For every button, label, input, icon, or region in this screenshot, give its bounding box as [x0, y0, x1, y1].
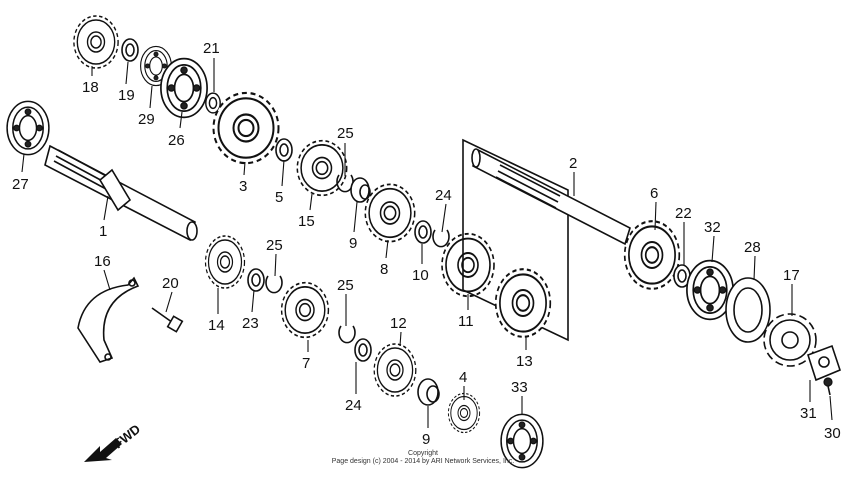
callout-25c: 25: [337, 277, 354, 294]
fwd-label: FWD: [111, 421, 144, 451]
callout-33: 33: [511, 379, 528, 396]
bolt-20[interactable]: [151, 307, 184, 333]
gear-8[interactable]: [364, 183, 416, 243]
circlip-24a[interactable]: [432, 229, 450, 248]
callouts: 18 19 29 21 26 3 27 1 5 15 25 9 8 24 10 …: [12, 40, 841, 448]
fwd-arrow-icon: [84, 438, 122, 462]
countershaft-outline: [462, 138, 569, 342]
circlip-25b[interactable]: [265, 275, 283, 294]
callout-6: 6: [650, 185, 658, 202]
callout-31: 31: [800, 405, 817, 422]
bushing-9b[interactable]: [417, 378, 440, 406]
washer-19[interactable]: [121, 38, 139, 62]
bushing-9a[interactable]: [350, 177, 371, 203]
callout-20: 20: [162, 275, 179, 292]
callout-18: 18: [82, 79, 99, 96]
gear-11[interactable]: [441, 232, 495, 298]
bolt-30[interactable]: [823, 377, 833, 396]
gear-12[interactable]: [373, 343, 417, 397]
callout-1: 1: [99, 223, 107, 240]
circlip-25c[interactable]: [338, 325, 356, 344]
bearing-27[interactable]: [6, 100, 50, 156]
main-shaft-1[interactable]: [44, 144, 198, 242]
callout-24a: 24: [435, 187, 452, 204]
callout-23: 23: [242, 315, 259, 332]
callout-25b: 25: [266, 237, 283, 254]
gear-14[interactable]: [204, 235, 246, 289]
guide-plate-16[interactable]: [77, 276, 140, 363]
callout-27: 27: [12, 176, 29, 193]
callout-12: 12: [390, 315, 407, 332]
callout-30: 30: [824, 425, 841, 442]
callout-13: 13: [516, 353, 533, 370]
gear-13[interactable]: [494, 268, 552, 338]
callout-10: 10: [412, 267, 429, 284]
callout-2: 2: [569, 155, 577, 172]
callout-5: 5: [275, 189, 283, 206]
countershaft-2[interactable]: [471, 148, 631, 246]
callout-17: 17: [783, 267, 800, 284]
washer-24b[interactable]: [354, 338, 372, 362]
callout-3: 3: [239, 178, 247, 195]
washer-10[interactable]: [414, 220, 432, 244]
gear-15[interactable]: [296, 139, 348, 197]
bearing-26[interactable]: [160, 57, 208, 119]
callout-8: 8: [380, 261, 388, 278]
callout-19: 19: [118, 87, 135, 104]
callout-28: 28: [744, 239, 761, 256]
callout-16: 16: [94, 253, 111, 270]
callout-11: 11: [458, 313, 474, 330]
leader-lines: [21, 58, 833, 428]
callout-22: 22: [675, 205, 692, 222]
callout-9a: 9: [349, 235, 357, 252]
fwd-indicator: FWD: [84, 421, 143, 462]
washer-23[interactable]: [247, 268, 265, 292]
callout-4: 4: [459, 369, 467, 386]
callout-26: 26: [168, 132, 185, 149]
callout-32: 32: [704, 219, 721, 236]
callout-9b: 9: [422, 431, 430, 448]
circlip-21[interactable]: [205, 92, 221, 114]
callout-15: 15: [298, 213, 315, 230]
callout-25a: 25: [337, 125, 354, 142]
copyright-line-2: Page design (c) 2004 - 2014 by ARI Netwo…: [332, 458, 515, 465]
callout-29: 29: [138, 111, 155, 128]
copyright-line-1: Copyright: [408, 450, 438, 457]
callout-7: 7: [302, 355, 310, 372]
washer-5[interactable]: [275, 138, 293, 162]
callout-21: 21: [203, 40, 220, 57]
gear-3[interactable]: [212, 91, 280, 165]
callout-14: 14: [208, 317, 225, 334]
fixing-plate-31[interactable]: [807, 344, 841, 382]
drive-sprocket-17[interactable]: [763, 313, 817, 367]
gear-7[interactable]: [280, 281, 330, 339]
callout-24b: 24: [345, 397, 362, 414]
copyright-notice: Copyright Page design (c) 2004 - 2014 by…: [332, 450, 515, 465]
oil-seal-28[interactable]: [725, 277, 771, 343]
gear-6[interactable]: [623, 220, 681, 290]
gear-18[interactable]: [73, 15, 119, 69]
